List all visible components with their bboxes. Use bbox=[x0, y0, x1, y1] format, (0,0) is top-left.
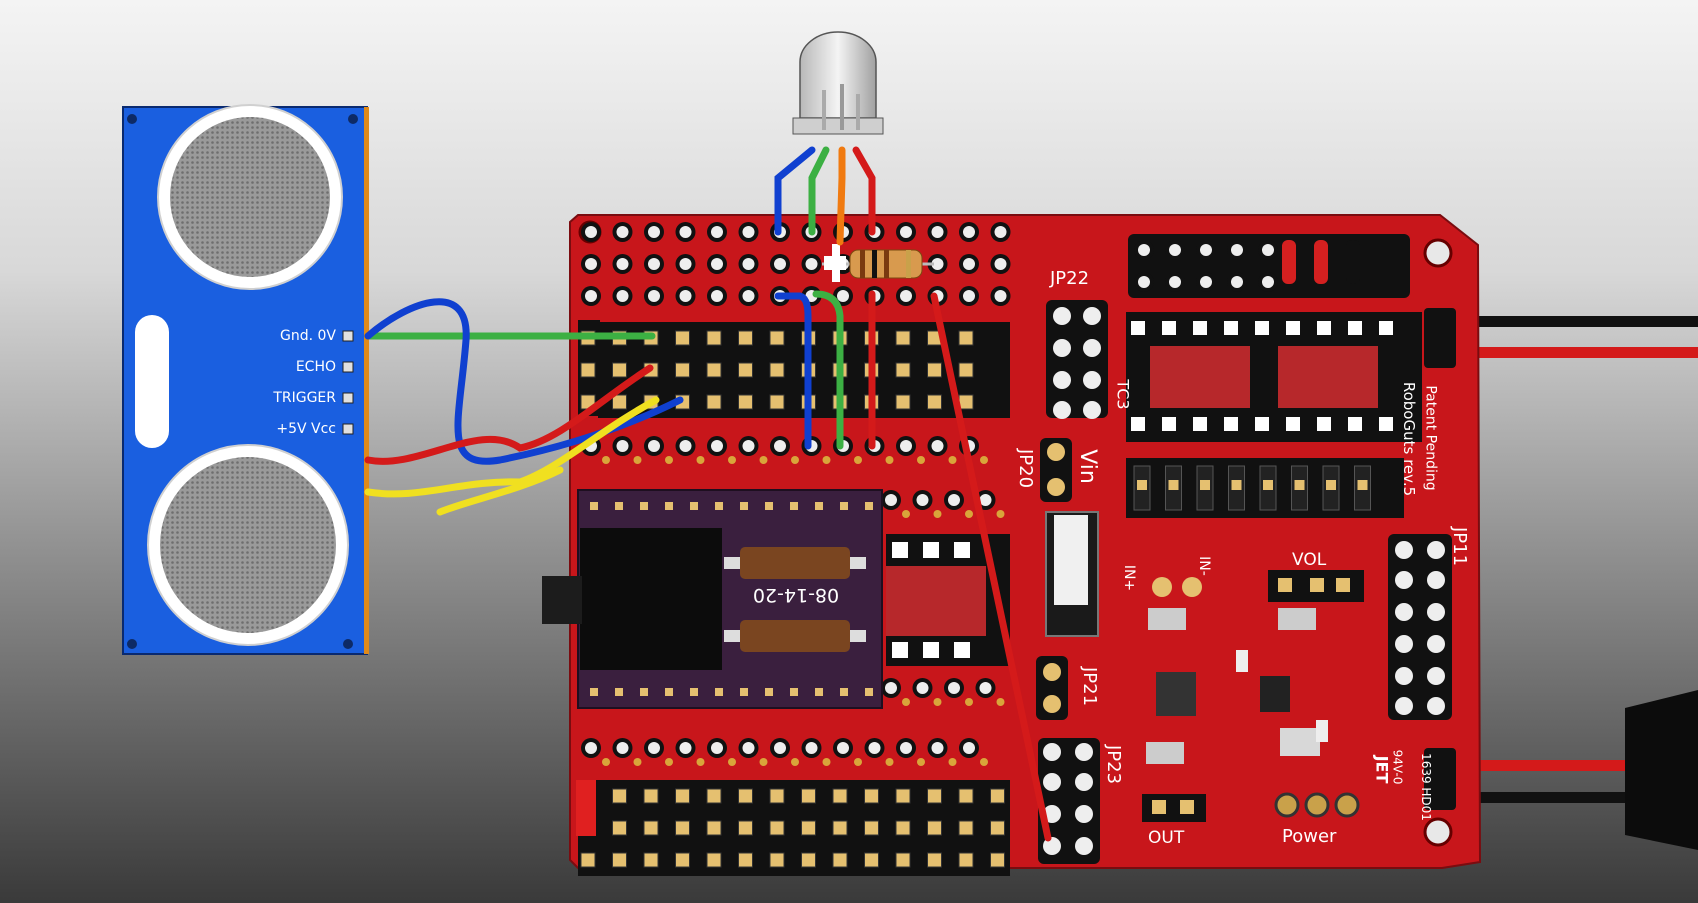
pin-label-gnd: Gnd. 0V bbox=[280, 328, 336, 344]
header-top-right bbox=[1128, 234, 1410, 298]
label-jp20: JP20 bbox=[1015, 448, 1037, 489]
label-in-plus: IN+ bbox=[1121, 564, 1138, 592]
power-connectors bbox=[1424, 308, 1456, 810]
female-header-row bbox=[1126, 458, 1404, 518]
label-in-minus: IN- bbox=[1195, 556, 1212, 576]
wires bbox=[364, 146, 1052, 842]
power-cable-top bbox=[1440, 316, 1698, 358]
wire-red-sensor bbox=[364, 364, 654, 465]
jp21-header bbox=[1036, 656, 1068, 720]
jp11-header bbox=[1388, 534, 1452, 720]
power-cable-bottom bbox=[1430, 690, 1698, 850]
voltage-regulator bbox=[1045, 511, 1099, 637]
ic-socket-small bbox=[886, 534, 1010, 666]
ic-socket-tc3 bbox=[1126, 312, 1422, 442]
wire-red-led bbox=[852, 146, 876, 236]
wire-orange-led bbox=[836, 146, 846, 246]
ultrasonic-sensor bbox=[122, 104, 369, 655]
label-rating: 94V-0 bbox=[1390, 749, 1405, 785]
wire-red-long bbox=[930, 292, 1052, 842]
rgb-led bbox=[792, 31, 884, 135]
audio-module bbox=[542, 489, 883, 709]
wire-green-vertical bbox=[812, 290, 844, 450]
pin-label-echo: ECHO bbox=[295, 359, 336, 375]
label-brand: JET bbox=[1372, 755, 1392, 784]
label-jp11: JP11 bbox=[1449, 526, 1471, 567]
label-vol: VOL bbox=[1292, 550, 1327, 570]
vol-jumper bbox=[1268, 570, 1364, 602]
label-tc3: TC3 bbox=[1113, 379, 1133, 410]
label-power: Power bbox=[1282, 826, 1337, 847]
resistor bbox=[822, 244, 934, 282]
label-product: RoboGuts rev.5 bbox=[1400, 381, 1419, 497]
amplifier-components bbox=[1146, 577, 1328, 764]
pin-label-vcc: +5V Vcc bbox=[276, 421, 336, 437]
wire-blue-sensor bbox=[364, 298, 684, 465]
label-jp21: JP21 bbox=[1079, 666, 1101, 707]
label-jp22: JP22 bbox=[1050, 268, 1090, 289]
wire-yellow-sensor bbox=[364, 396, 660, 498]
label-patent: Patent Pending bbox=[1422, 385, 1439, 491]
label-vin: Vin bbox=[1074, 449, 1100, 484]
wire-green-led bbox=[808, 146, 830, 236]
out-jumper bbox=[1142, 794, 1206, 822]
bottom-headers bbox=[576, 780, 1010, 876]
wire-blue-vertical bbox=[774, 292, 812, 450]
jp22-header bbox=[1046, 300, 1108, 419]
pin-label-trigger: TRIGGER bbox=[273, 390, 336, 406]
label-date-code: 1639 HD01 bbox=[1418, 753, 1433, 821]
module-date-code: 08-14-20 bbox=[752, 584, 840, 606]
label-out: OUT bbox=[1148, 828, 1185, 848]
jp20-header bbox=[1040, 438, 1072, 502]
wire-blue-led bbox=[774, 146, 816, 236]
label-jp23: JP23 bbox=[1103, 744, 1125, 785]
power-pins bbox=[1274, 792, 1360, 818]
jp23-header bbox=[1038, 738, 1100, 864]
